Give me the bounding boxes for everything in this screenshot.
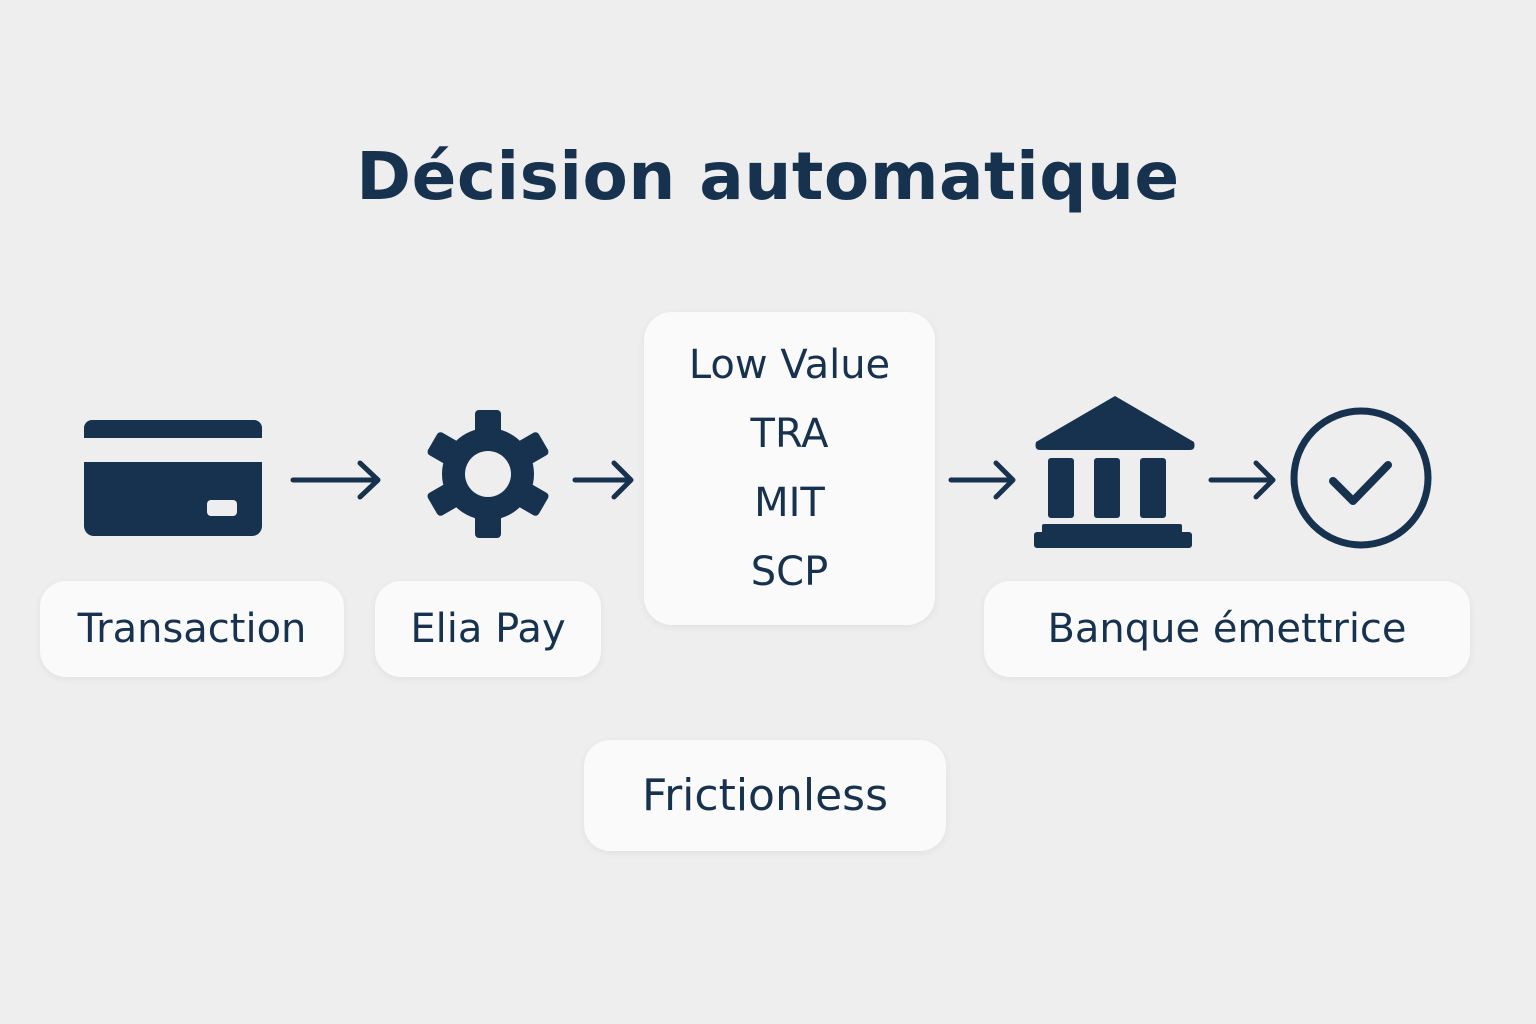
elia-pay-label-text: Elia Pay [410,606,566,652]
arrow-right-icon [948,458,1018,506]
condition-tra: TRA [750,410,829,457]
arrow-right-icon [290,458,384,506]
conditions-box: Low Value TRA MIT SCP [644,312,935,625]
condition-scp: SCP [750,548,829,595]
transaction-label-text: Transaction [77,606,307,652]
banque-emettrice-label-text: Banque émettrice [1047,606,1407,652]
credit-card-icon [84,420,262,538]
gear-icon [422,408,554,540]
frictionless-label-text: Frictionless [641,770,889,821]
check-circle-icon [1288,405,1434,551]
arrow-right-icon [1208,458,1278,506]
condition-mit: MIT [754,479,825,526]
frictionless-label: Frictionless [584,740,946,851]
banque-emettrice-label: Banque émettrice [984,581,1470,677]
page-title: Décision automatique [356,138,1180,215]
elia-pay-label: Elia Pay [375,581,601,677]
condition-low-value: Low Value [688,341,891,388]
transaction-label: Transaction [40,581,344,677]
arrow-right-icon [572,458,636,506]
bank-icon [1034,394,1196,550]
